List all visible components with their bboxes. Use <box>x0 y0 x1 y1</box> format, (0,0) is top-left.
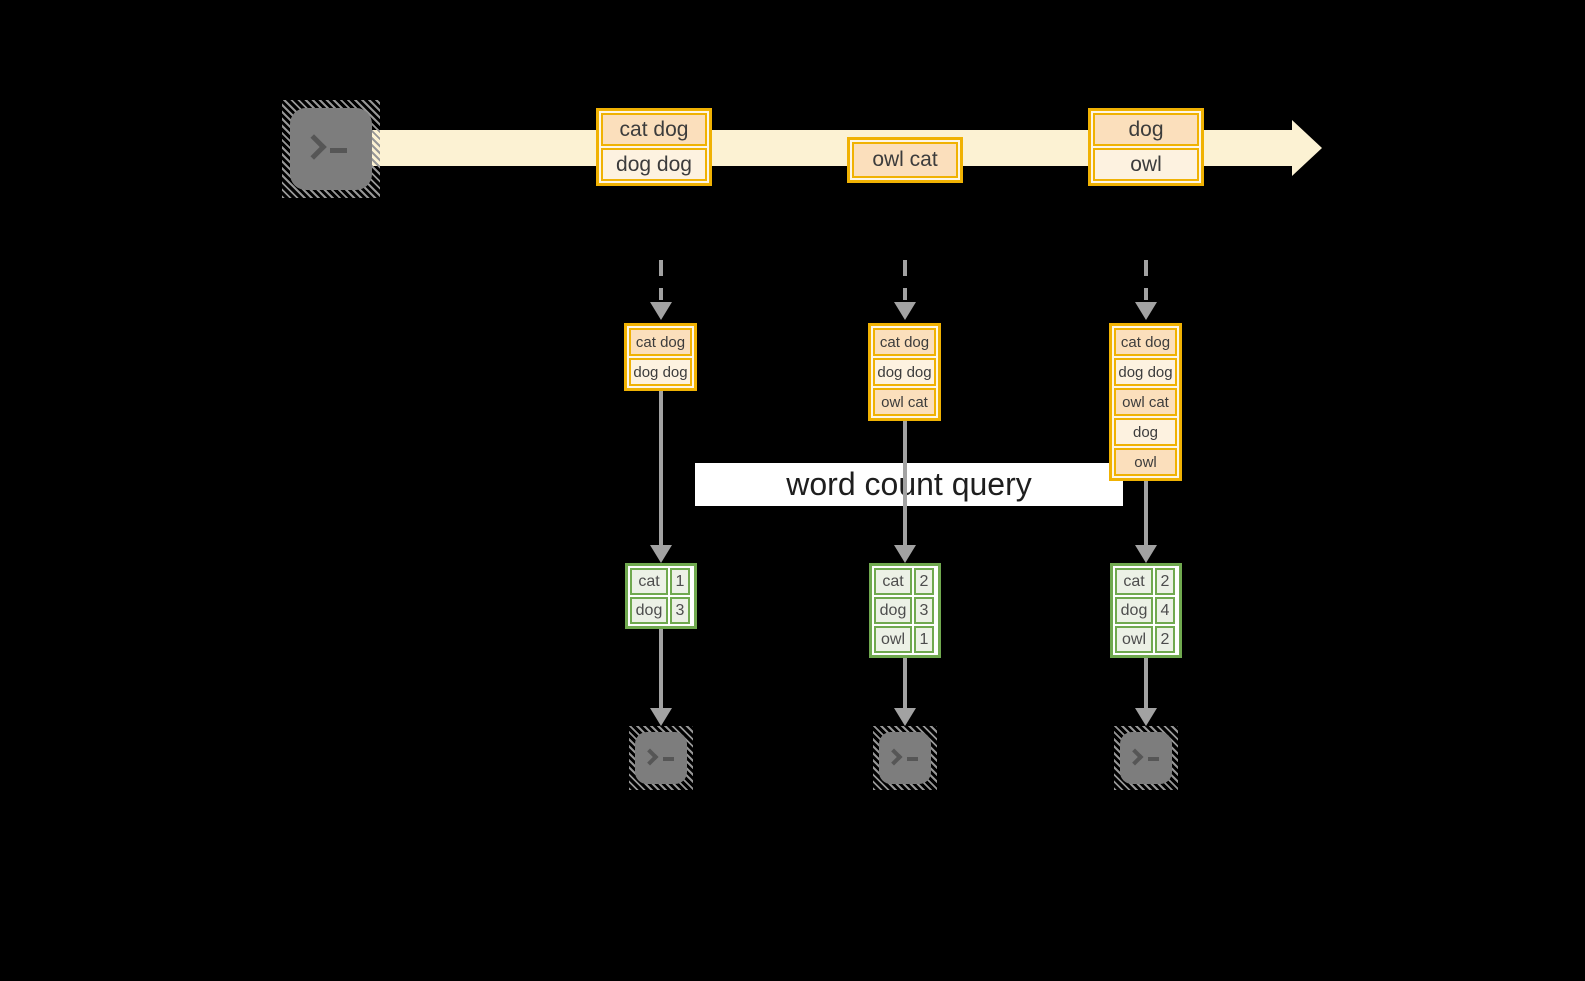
stream-arrowhead-icon <box>1292 120 1322 176</box>
stream-record: dog dog <box>601 148 707 181</box>
stream-record: owl <box>1093 148 1199 181</box>
count-word-cell: owl <box>874 626 912 653</box>
query-banner-label: word count query <box>786 466 1032 502</box>
prompt-underscore-icon <box>329 147 347 153</box>
buffer-record: dog dog <box>873 358 936 386</box>
terminal-sink-icon-3 <box>1114 726 1178 790</box>
terminal-prompt-icon <box>885 748 919 766</box>
prompt-underscore-icon <box>663 757 675 762</box>
count-value-cell: 4 <box>1155 597 1175 624</box>
buffer-record: dog dog <box>1114 358 1177 386</box>
count-value-cell: 1 <box>670 568 690 595</box>
dashed-arrowhead-icon <box>650 302 672 320</box>
terminal-source-icon <box>282 100 380 198</box>
arrowhead-icon <box>1135 545 1157 563</box>
buffer-stack-1: cat dog dog dog <box>624 323 697 391</box>
arrow-line <box>1144 481 1148 545</box>
dashed-arrow-line <box>659 260 663 300</box>
arrow-line <box>659 391 663 545</box>
arrowhead-icon <box>894 708 916 726</box>
buffer-record: cat dog <box>629 328 692 356</box>
terminal-body <box>635 732 687 784</box>
terminal-sink-icon-2 <box>873 726 937 790</box>
terminal-body <box>879 732 931 784</box>
count-word-cell: cat <box>630 568 668 595</box>
terminal-sink-icon-1 <box>629 726 693 790</box>
arrowhead-icon <box>894 545 916 563</box>
arrow-line <box>659 629 663 708</box>
count-word-cell: dog <box>1115 597 1153 624</box>
count-table-2: cat 2 dog 3 owl 1 <box>869 563 941 658</box>
stream-event-box-3: dog owl <box>1088 108 1204 186</box>
buffer-record: cat dog <box>1114 328 1177 356</box>
count-value-cell: 2 <box>914 568 934 595</box>
dashed-arrow-line <box>903 260 907 300</box>
stream-record: owl cat <box>852 142 958 178</box>
buffer-stack-2: cat dog dog dog owl cat <box>868 323 941 421</box>
arrow-line <box>903 658 907 708</box>
prompt-chevron-icon <box>885 748 903 766</box>
stream-event-box-2: owl cat <box>847 137 963 183</box>
buffer-stack-3: cat dog dog dog owl cat dog owl <box>1109 323 1182 481</box>
count-table-1: cat 1 dog 3 <box>625 563 697 629</box>
terminal-prompt-icon <box>1126 748 1160 766</box>
dashed-arrowhead-icon <box>894 302 916 320</box>
arrow-line <box>903 421 907 545</box>
count-word-cell: dog <box>874 597 912 624</box>
count-value-cell: 3 <box>914 597 934 624</box>
stream-record: cat dog <box>601 113 707 146</box>
buffer-record: owl cat <box>1114 388 1177 416</box>
prompt-chevron-icon <box>301 133 327 160</box>
count-word-cell: dog <box>630 597 668 624</box>
buffer-record: cat dog <box>873 328 936 356</box>
prompt-underscore-icon <box>1148 757 1160 762</box>
count-value-cell: 2 <box>1155 568 1175 595</box>
dashed-arrowhead-icon <box>1135 302 1157 320</box>
count-word-cell: cat <box>1115 568 1153 595</box>
prompt-chevron-icon <box>1126 748 1144 766</box>
dashed-arrow-line <box>1144 260 1148 300</box>
terminal-body <box>1120 732 1172 784</box>
terminal-prompt-icon <box>641 748 675 766</box>
count-table-3: cat 2 dog 4 owl 2 <box>1110 563 1182 658</box>
count-value-cell: 2 <box>1155 626 1175 653</box>
prompt-underscore-icon <box>907 757 919 762</box>
stream-record: dog <box>1093 113 1199 146</box>
buffer-record: dog dog <box>629 358 692 386</box>
query-banner: word count query <box>695 463 1123 506</box>
arrowhead-icon <box>1135 708 1157 726</box>
buffer-record: dog <box>1114 418 1177 446</box>
count-value-cell: 1 <box>914 626 934 653</box>
buffer-record: owl <box>1114 448 1177 476</box>
terminal-body <box>290 108 372 190</box>
count-word-cell: cat <box>874 568 912 595</box>
count-value-cell: 3 <box>670 597 690 624</box>
arrow-line <box>1144 658 1148 708</box>
stream-event-box-1: cat dog dog dog <box>596 108 712 186</box>
terminal-prompt-icon <box>301 133 347 160</box>
arrowhead-icon <box>650 708 672 726</box>
arrowhead-icon <box>650 545 672 563</box>
buffer-record: owl cat <box>873 388 936 416</box>
prompt-chevron-icon <box>641 748 659 766</box>
count-word-cell: owl <box>1115 626 1153 653</box>
